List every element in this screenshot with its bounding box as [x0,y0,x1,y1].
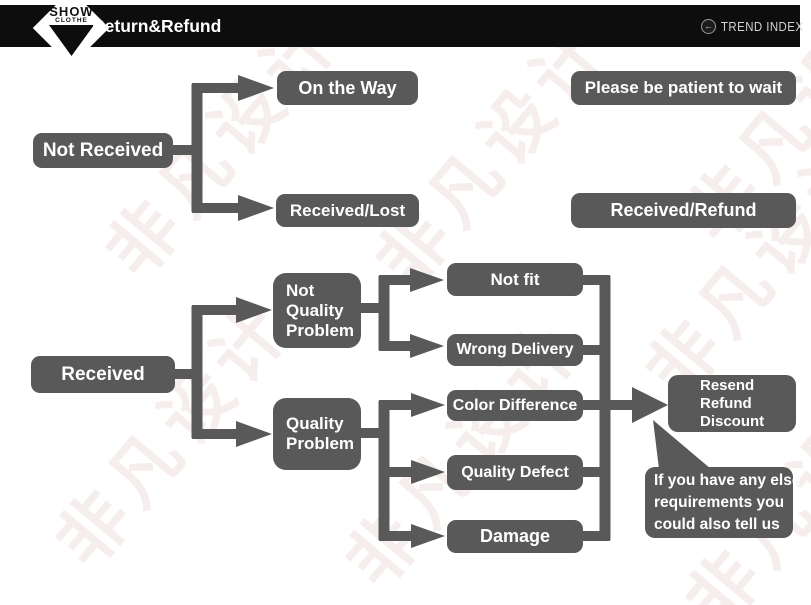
node-color-difference: Color Difference [447,390,583,421]
node-quality-defect: Quality Defect [447,455,583,490]
header-bar [0,5,800,47]
node-line: Problem [286,434,355,453]
bubble-line: could also tell us [654,516,780,533]
node-line: Quality [286,300,344,320]
bubble-line: requirements you [654,494,785,511]
node-line: Refund [700,394,752,412]
speech-bubble: If you have any else requirements you co… [645,467,801,538]
node-damage: Damage [447,520,583,553]
node-line: Quality [286,414,344,433]
page-title: Return&Refund [92,16,222,36]
trend-index-label: TREND INDEX [721,18,804,34]
bubble-line: If you have any else [654,472,801,489]
node-resend-refund-discount: Resend Refund Discount [668,375,796,432]
node-line: Resend [700,376,755,394]
show-clothe-logo: SHOW CLOTHE [0,0,130,75]
node-not-received: Not Received [33,133,173,168]
arrow-circle-icon: ← [701,18,716,34]
node-wrong-delivery: Wrong Delivery [447,334,583,366]
node-not-quality-problem: Not Quality Problem [273,273,361,348]
node-line: Discount [700,412,765,430]
node-line: Problem [286,320,355,340]
logo-text-clothe: CLOTHE [55,17,88,24]
node-line: Not [286,280,315,300]
node-received: Received [31,356,175,393]
node-not-fit: Not fit [447,263,583,296]
node-quality-problem: Quality Problem [273,398,361,470]
node-received-lost: Received/Lost [276,194,419,227]
node-on-the-way: On the Way [277,71,418,105]
node-received-refund: Received/Refund [571,193,796,228]
trend-index-badge: ← TREND INDEX [701,5,811,47]
logo-text-show: SHOW [49,4,94,19]
node-please-be-patient: Please be patient to wait [571,71,796,105]
